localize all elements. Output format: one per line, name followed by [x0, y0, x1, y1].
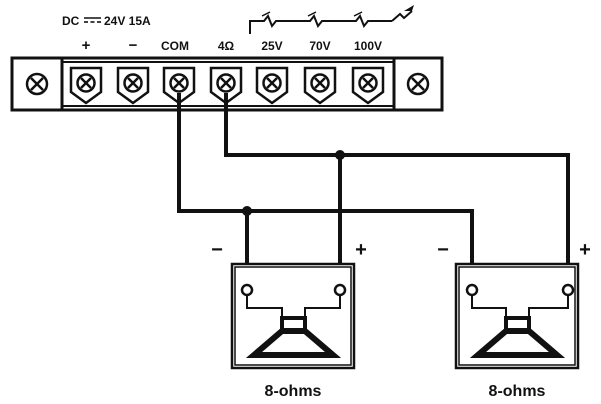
terminal-screw-100v-icon — [351, 66, 385, 105]
terminal-screw-70v-icon — [303, 66, 337, 105]
terminal-screw-25v-icon — [255, 66, 289, 105]
terminal-screw-minus-icon — [116, 66, 150, 105]
terminal-com-label: COM — [161, 39, 189, 53]
speaker-2-plus-label: + — [579, 239, 591, 261]
speaker-1 — [230, 262, 356, 370]
speaker-2-minus-label: − — [437, 239, 449, 261]
dc-label: DC — [62, 14, 80, 28]
terminal-4ohm-label: 4Ω — [218, 39, 235, 53]
speaker-1-label: 8-ohms — [265, 383, 322, 400]
wire-com — [177, 93, 474, 288]
junction-dot-4ohm — [335, 150, 345, 160]
speaker-2 — [454, 262, 580, 370]
speaker-2-minus-terminal — [465, 283, 479, 297]
terminal-25v-label: 25V — [261, 39, 282, 53]
speaker-1-plus-terminal — [333, 283, 347, 297]
terminal-minus-label: − — [129, 37, 138, 54]
wire-4ohm — [224, 93, 570, 288]
dc-symbol — [84, 17, 101, 23]
speaker-2-plus-terminal — [561, 283, 575, 297]
mounting-screw-right-icon — [406, 72, 430, 96]
terminal-screw-plus-icon — [69, 66, 103, 105]
power-rating-label: 24V 15A — [104, 14, 151, 28]
speaker-1-plus-label: + — [355, 239, 367, 261]
speaker-2-icon — [469, 316, 566, 358]
terminal-plus-label: + — [82, 37, 91, 54]
junction-dot-com — [242, 206, 252, 216]
speaker-1-minus-label: − — [211, 239, 223, 261]
terminal-100v-label: 100V — [354, 39, 382, 53]
mounting-screw-left-icon — [25, 72, 49, 96]
speaker-1-icon — [245, 316, 342, 358]
terminal-screw-4ohm-icon — [209, 66, 243, 105]
speaker-2-label: 8-ohms — [489, 383, 546, 400]
terminal-70v-label: 70V — [309, 39, 330, 53]
terminal-screw-com-icon — [162, 66, 196, 105]
speaker-1-minus-terminal — [240, 283, 254, 297]
transformer-tap-symbol — [249, 5, 414, 34]
